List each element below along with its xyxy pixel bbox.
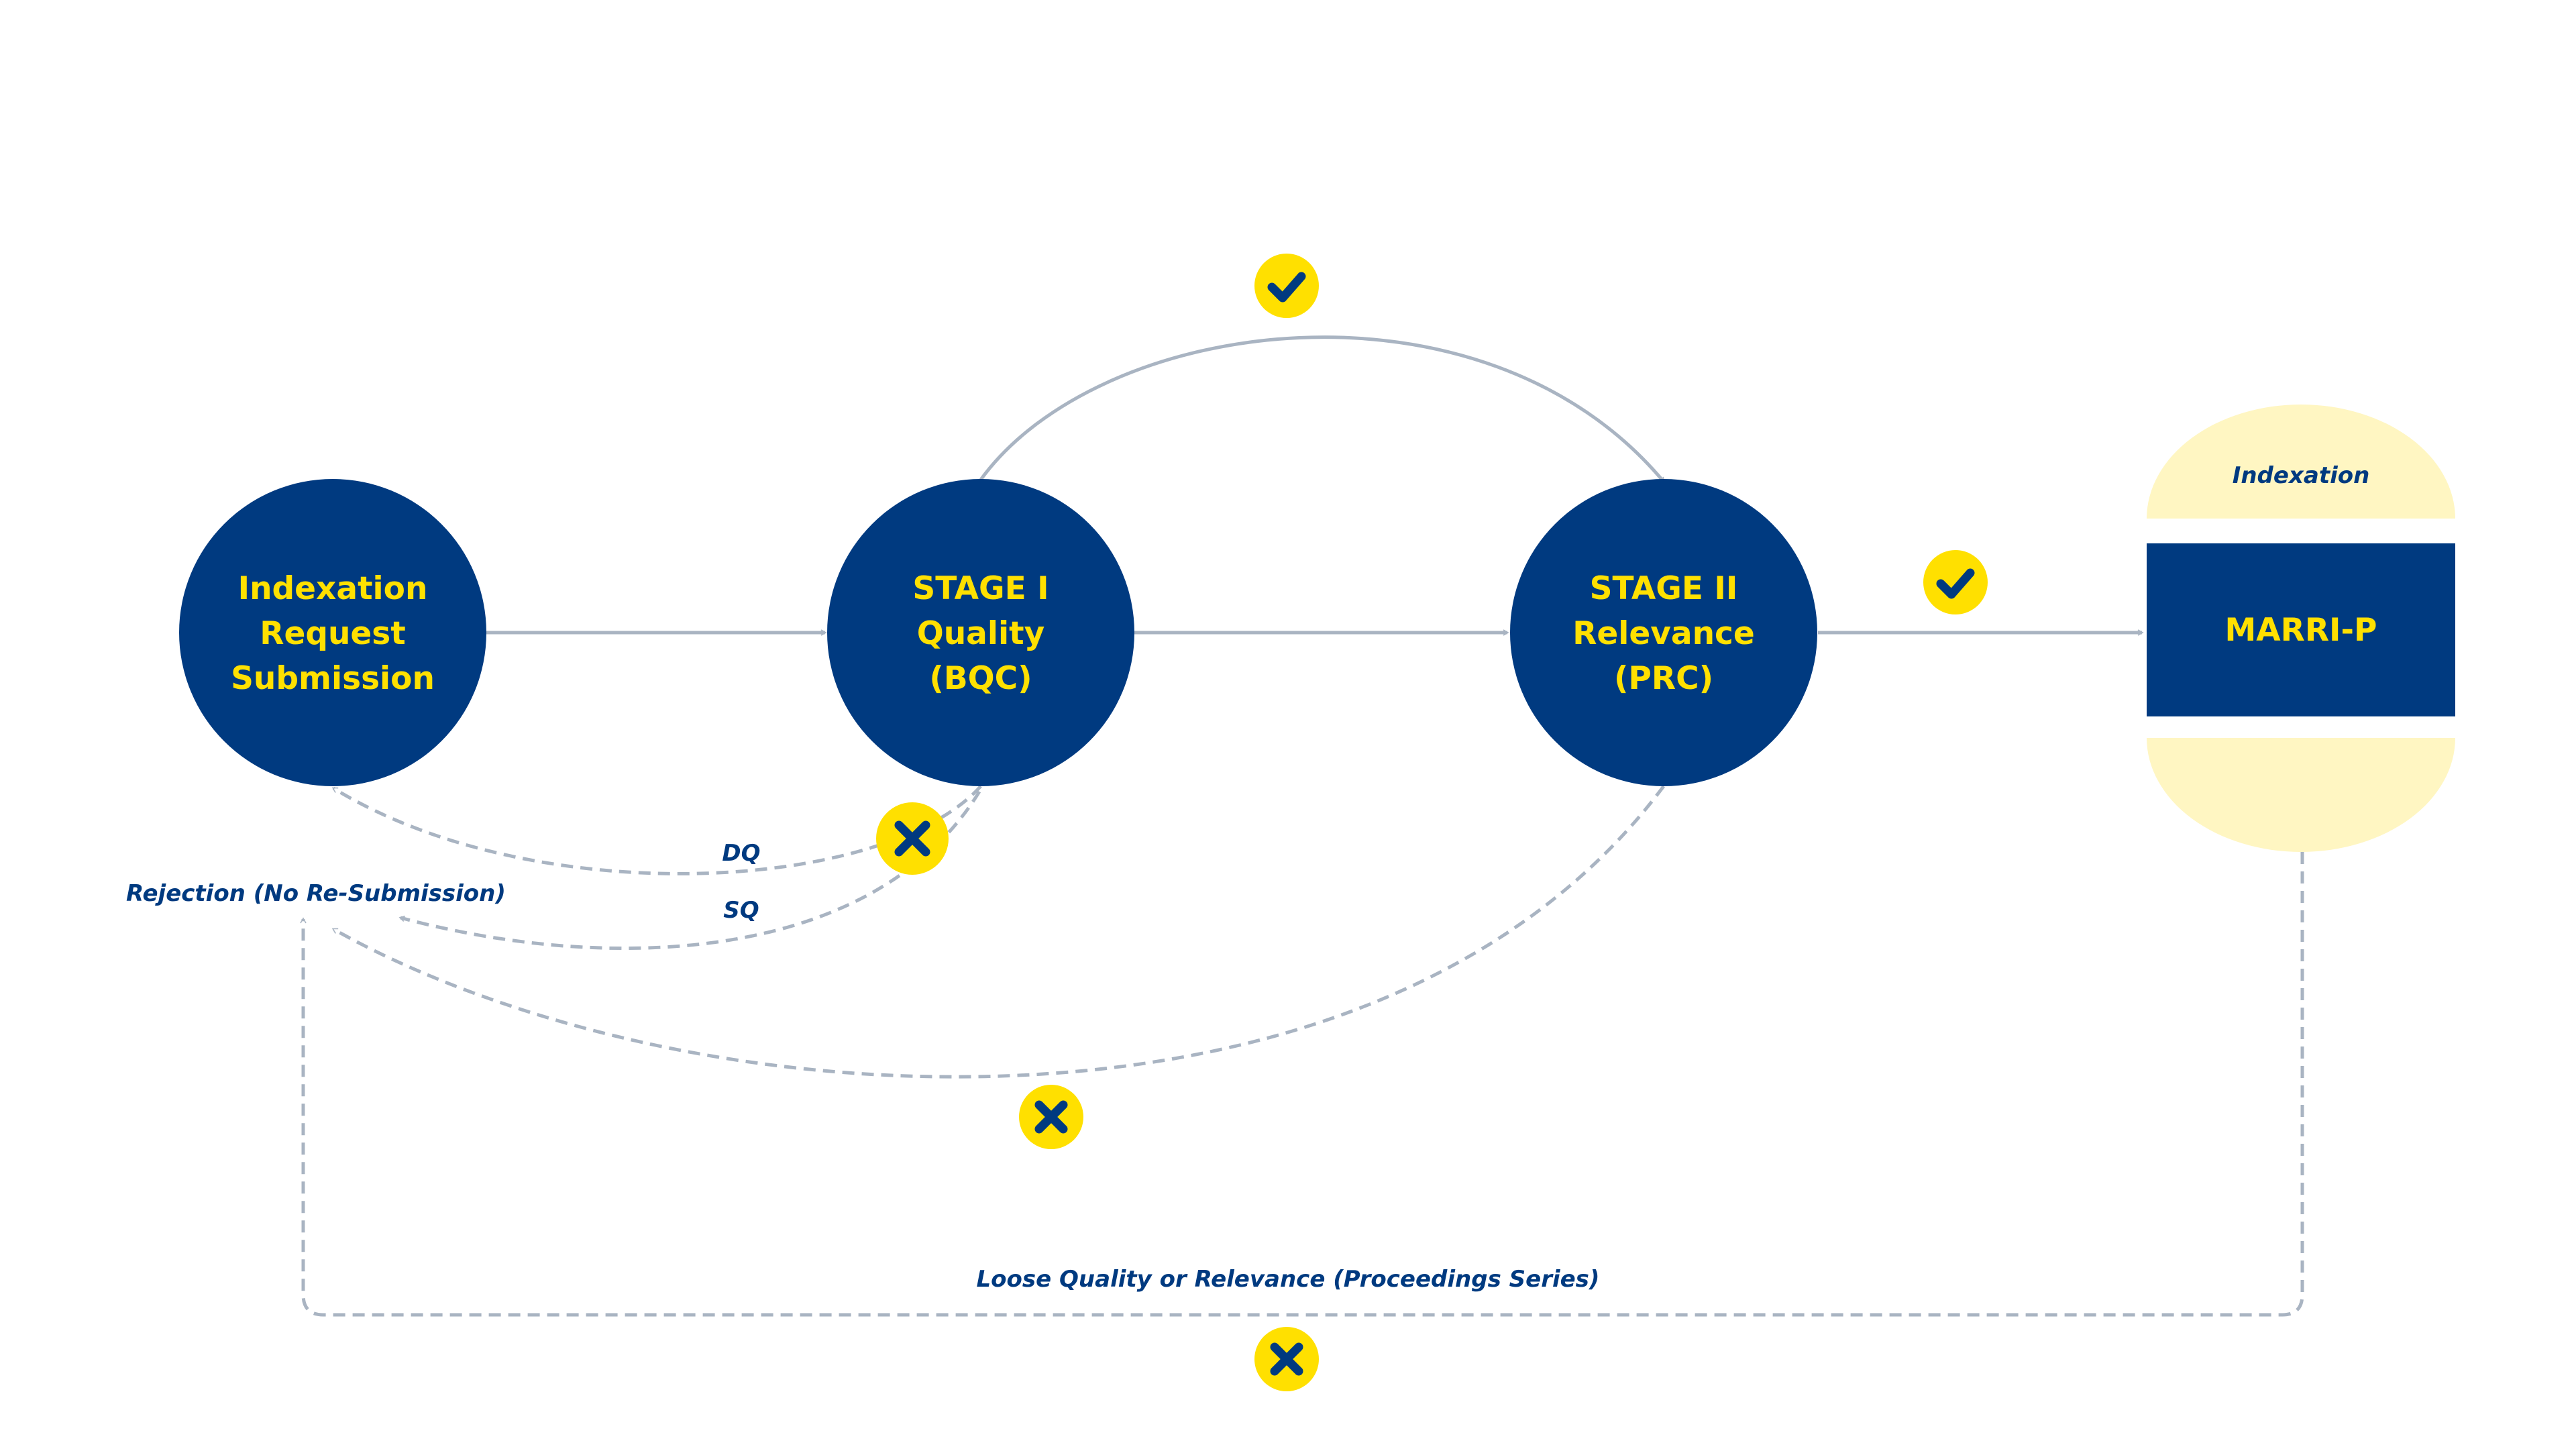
cross-icon: [876, 802, 949, 875]
node-stage1-circle: [827, 479, 1134, 786]
node-stage1: STAGE I Quality (BQC): [827, 479, 1134, 786]
dq-label: DQ: [722, 840, 760, 867]
edge-stage2-reject: [331, 785, 1666, 1079]
marri-capsule: Indexation MARRI-P: [2147, 405, 2455, 852]
sq-label: SQ: [723, 897, 759, 924]
node-submission-circle: [179, 479, 486, 786]
check-icon: [1254, 254, 1319, 318]
rejection-label: Rejection (No Re-Submission): [126, 880, 506, 907]
node-stage2-line2: Relevance: [1572, 615, 1755, 652]
node-stage1-line3: (BQC): [929, 660, 1032, 697]
check-icon: [1923, 550, 1988, 614]
node-stage2-line3: (PRC): [1614, 660, 1713, 697]
node-submission-line3: Submission: [231, 660, 435, 697]
node-stage2: STAGE II Relevance (PRC): [1510, 479, 1817, 786]
node-stage2-line1: STAGE II: [1590, 570, 1738, 607]
marri-label: MARRI-P: [2225, 612, 2377, 649]
node-submission-line1: Indexation: [238, 570, 428, 607]
marri-capsule-bottom: [2147, 738, 2455, 852]
cross-icon: [1254, 1327, 1319, 1391]
node-stage1-line2: Quality: [917, 615, 1044, 652]
marri-header-label: Indexation: [2233, 462, 2370, 489]
marri-capsule-top: [2147, 405, 2455, 519]
node-submission: Indexation Request Submission: [179, 479, 486, 786]
edge-stage1-bypass-to-stage2: [979, 335, 1665, 484]
node-stage2-circle: [1510, 479, 1817, 786]
loose-quality-label: Loose Quality or Relevance (Proceedings …: [977, 1266, 1600, 1293]
edge-marri-reject: [300, 852, 2304, 1317]
node-submission-line2: Request: [260, 615, 406, 652]
node-stage1-line1: STAGE I: [912, 570, 1049, 607]
cross-icon: [1019, 1085, 1083, 1149]
edge-dq-reject: [331, 785, 982, 875]
marri-box: [2147, 543, 2455, 716]
